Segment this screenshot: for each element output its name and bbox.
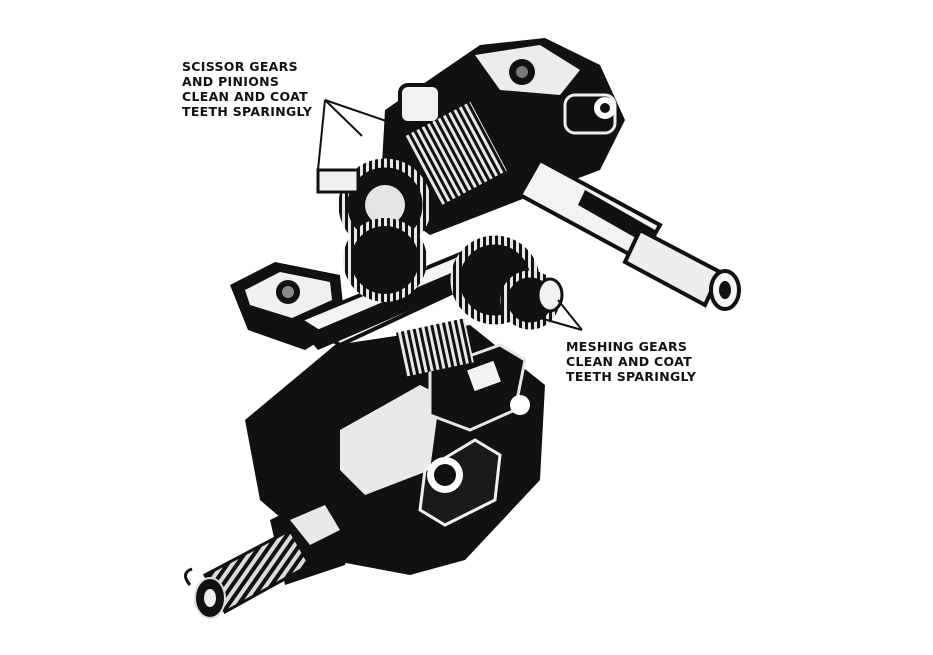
meshing-leader-lines: [539, 299, 583, 331]
callout-line: TEETH SPARINGLY: [182, 104, 313, 119]
meshing-gears: [395, 235, 564, 377]
drive-shaft: [517, 157, 741, 311]
coil-spring: [184, 490, 355, 619]
callout-line: SCISSOR GEARS: [182, 59, 298, 74]
callout-line: MESHING GEARS: [566, 339, 688, 354]
callout-line: CLEAN AND COAT: [566, 354, 692, 369]
meshing-gears-callout: MESHING GEARS CLEAN AND COAT TEETH SPARI…: [566, 339, 696, 384]
scissor-leader-lines: [317, 99, 393, 171]
callout-line: TEETH SPARINGLY: [566, 369, 697, 384]
callout-line: AND PINIONS: [182, 74, 280, 89]
mid-gear: [343, 218, 427, 302]
scissor-gears-callout: SCISSOR GEARS AND PINIONS CLEAN AND COAT…: [182, 59, 312, 119]
callout-line: CLEAN AND COAT: [182, 89, 308, 104]
